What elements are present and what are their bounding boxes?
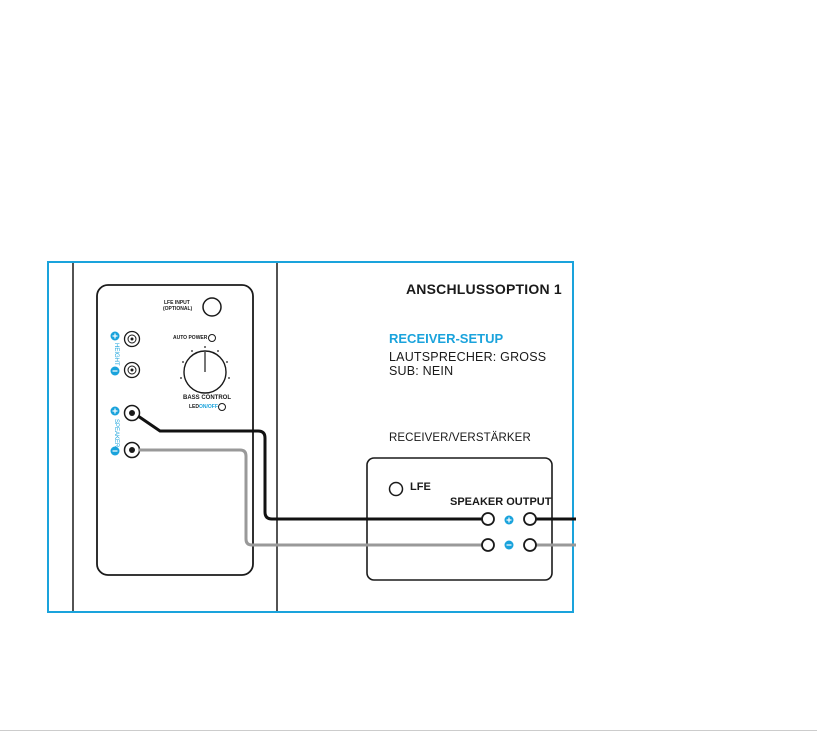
receiver-left-plus-terminal (482, 513, 494, 525)
auto-power-label: AUTO POWER (173, 336, 207, 341)
receiver-lfe-label: LFE (410, 481, 431, 493)
height-minus-badge (111, 367, 120, 376)
lfe-input-optional-label: (OPTIONAL) (163, 307, 192, 312)
setup-line-sub: SUB: NEIN (389, 364, 453, 378)
speaker-output-label: SPEAKER OUTPUT (450, 496, 551, 508)
led-onoff-button (219, 404, 226, 411)
led-label: LED (189, 405, 199, 410)
receiver-left-minus-terminal (482, 539, 494, 551)
speaker-plus-jack (125, 406, 140, 421)
diagram-title: ANSCHLUSSOPTION 1 (406, 281, 562, 297)
receiver-plus-badge (505, 516, 514, 525)
lfe-input-jack (203, 298, 221, 316)
auto-power-led (209, 335, 216, 342)
bass-control-knob (180, 346, 230, 393)
receiver-right-plus-terminal (524, 513, 536, 525)
speaker-label: SPEAKER (113, 419, 119, 447)
led-onoff-label: ON/OFF (199, 405, 218, 410)
height-minus-jack (125, 363, 140, 378)
height-label: HEIGHT (113, 343, 119, 366)
receiver-lfe-jack (390, 483, 403, 496)
setup-line-speaker: LAUTSPRECHER: GROSS (389, 350, 546, 364)
speaker-minus-jack (125, 443, 140, 458)
receiver-setup-heading: RECEIVER-SETUP (389, 331, 503, 346)
receiver-label: RECEIVER/VERSTÄRKER (389, 432, 531, 444)
receiver-minus-badge (505, 541, 514, 550)
bass-control-label: BASS CONTROL (183, 396, 231, 401)
height-plus-jack (125, 332, 140, 347)
receiver-right-minus-terminal (524, 539, 536, 551)
wire-negative-subwoofer (139, 450, 486, 545)
bottom-rule (0, 730, 817, 731)
speaker-plus-badge (111, 407, 120, 416)
height-plus-badge (111, 332, 120, 341)
speaker-minus-badge (111, 447, 120, 456)
